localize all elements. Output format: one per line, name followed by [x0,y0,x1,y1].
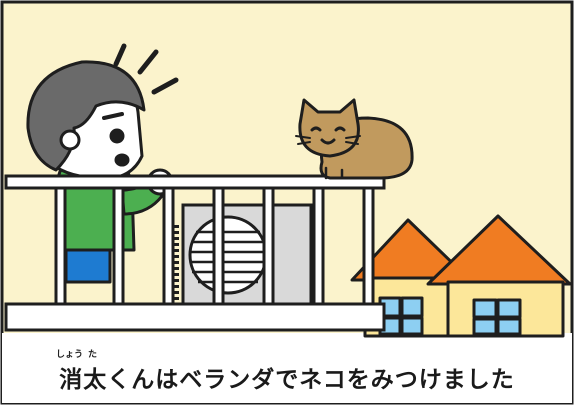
boy-hair [26,60,146,172]
cat-eye-right [334,126,346,132]
house-front-windows [472,298,522,336]
balcony-floor [4,302,386,332]
boy-eye [109,128,125,144]
ruby-ta: た [88,350,98,360]
boy-ear [59,129,81,151]
ruby-sho: しょう [56,350,84,360]
boy-eyebrow [102,112,124,120]
cat-illustration [295,98,414,180]
balcony-railing [4,174,386,332]
cat-mouth [320,138,336,145]
surprise-lines-icon [113,43,179,95]
boy-mouth [114,153,130,167]
air-conditioner-illustration [173,203,313,307]
caption-ruby: しょう た [0,347,574,360]
cat-paws [324,166,344,180]
caption: しょう た 消太くんはベランダでネコをみつけました [0,340,574,400]
cat-whiskers [295,135,361,145]
caption-text: 消太くんはベランダでネコをみつけました [59,367,515,393]
railing-top-bar [4,174,386,190]
caption-background [2,333,572,403]
house-back-windows [378,296,424,336]
ac-grille [190,230,266,284]
cat-eye-left [310,126,322,132]
